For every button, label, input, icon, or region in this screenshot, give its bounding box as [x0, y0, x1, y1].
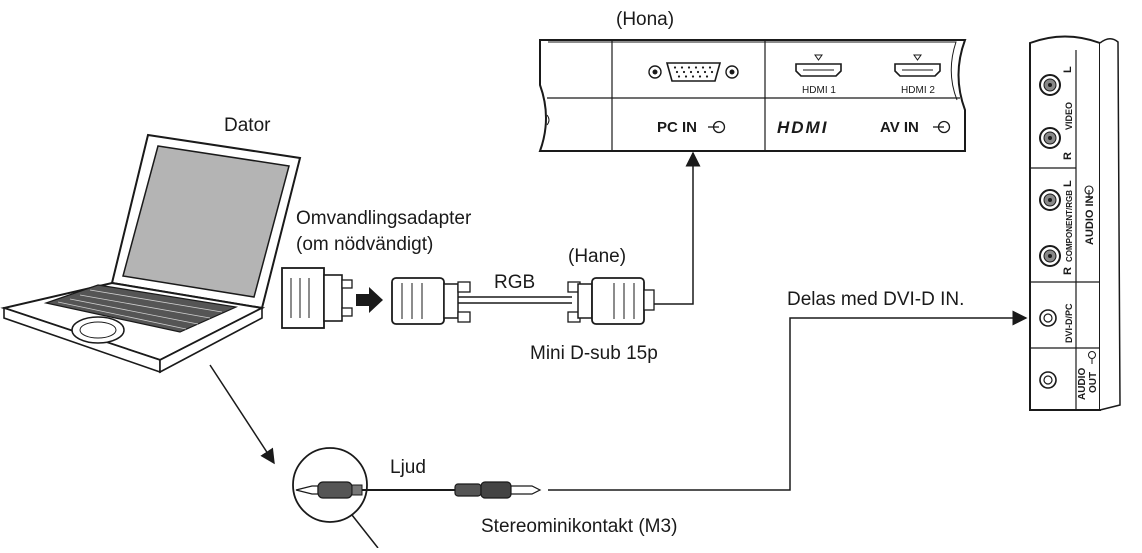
video-r-label: R	[1062, 152, 1074, 160]
stereo-mini-cable-illustration	[292, 447, 542, 549]
hdmi-port-2-icon	[894, 54, 941, 77]
side-terminal-panel: L R VIDEO L R COMPONENT/RGB AUDIO IN DVI…	[1029, 35, 1121, 411]
mini-dsub-cable-illustration	[391, 277, 655, 325]
hdmi-logo: HDMI	[777, 118, 828, 137]
audio-out-label-1: AUDIO	[1077, 368, 1088, 400]
hdmi2-label: HDMI 2	[901, 85, 935, 96]
dvid-pc-audio-jack-icon	[1039, 309, 1057, 327]
video-l-label: L	[1062, 66, 1074, 73]
male-label: (Hane)	[568, 246, 627, 267]
insert-arrow-icon	[356, 287, 383, 313]
rca-video-l-icon	[1039, 74, 1061, 96]
adapter-label-line1: Omvandlingsadapter	[296, 208, 472, 229]
stereo-mini-plug-label: Stereominikontakt (M3)	[481, 516, 678, 537]
laptop-to-audio-arrow	[209, 364, 275, 465]
pc-in-connection-line	[654, 151, 701, 305]
dvid-pc-label: DVI-D/PC	[1064, 303, 1074, 343]
rca-component-r-icon	[1039, 245, 1061, 267]
av-in-label: AV IN	[880, 119, 919, 136]
audio-out-symbol-icon	[1088, 351, 1096, 364]
component-r-label: R	[1062, 267, 1074, 275]
conversion-adapter-illustration	[281, 267, 353, 329]
input-symbol-icon	[708, 120, 726, 134]
laptop-illustration	[0, 133, 302, 374]
dvi-audio-connection-line	[548, 310, 1028, 491]
audio-out-jack-icon	[1039, 371, 1057, 389]
top-terminal-panel: HDMI 1 HDMI 2 PC IN HDMI AV IN	[538, 39, 967, 152]
computer-label: Dator	[224, 115, 271, 136]
hdmi1-label: HDMI 1	[802, 85, 836, 96]
audio-in-label: AUDIO IN	[1084, 195, 1096, 245]
av-input-symbol-icon	[933, 120, 951, 134]
hdmi-port-1-icon	[795, 54, 842, 77]
component-l-label: L	[1062, 180, 1074, 187]
shared-dvid-label: Delas med DVI-D IN.	[787, 289, 965, 310]
pc-in-label: PC IN	[657, 119, 697, 136]
female-label: (Hona)	[616, 9, 675, 30]
rca-component-l-icon	[1039, 189, 1061, 211]
audio-in-symbol-icon	[1084, 185, 1094, 198]
component-rgb-label: COMPONENT/RGB	[1065, 190, 1074, 262]
video-label: VIDEO	[1064, 102, 1074, 130]
vga-port-icon	[648, 62, 739, 82]
audio-label: Ljud	[390, 457, 426, 478]
adapter-label-line2: (om nödvändigt)	[296, 234, 434, 255]
rgb-label: RGB	[494, 272, 536, 293]
rca-video-r-icon	[1039, 127, 1061, 149]
mini-dsub-label: Mini D-sub 15p	[530, 343, 658, 364]
audio-out-label-2: OUT	[1088, 372, 1099, 393]
